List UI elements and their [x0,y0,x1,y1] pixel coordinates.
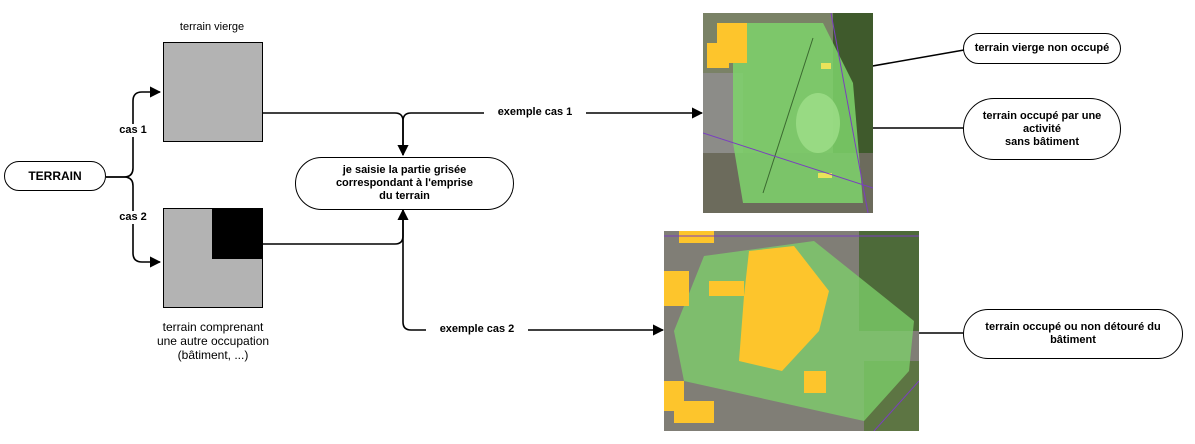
aerial-image-cas2 [664,231,919,431]
exemple-cas1-label: exemple cas 1 [484,106,586,119]
edge-vierge-saisie [263,112,409,157]
cas2-label: cas 2 [112,211,154,224]
terrain-vierge-label: terrain vierge [179,21,245,33]
saisie-node: je saisie la partie grisée correspondant… [295,157,514,210]
terrain-comprenant-label: terrain comprenant une autre occupation … [156,320,270,362]
exemple-cas2-label: exemple cas 2 [426,323,528,336]
aerial-image-cas1 [703,13,873,213]
terrain-vierge-square [163,42,263,142]
occupe-non-detoure-node: terrain occupé ou non détouré du bâtimen… [963,309,1183,359]
edge-exemple-cas2 [402,210,665,336]
edge-comprenant-saisie [263,208,409,245]
terrain-comprenant-square [163,208,263,308]
batiment-block [212,209,262,259]
occupe-sans-batiment-node: terrain occupé par une activité sans bât… [963,98,1121,160]
cas1-label: cas 1 [112,124,154,137]
vierge-non-occupe-node: terrain vierge non occupé [963,33,1121,64]
terrain-node: TERRAIN [4,161,106,191]
edge-exemple-cas1 [402,107,704,155]
